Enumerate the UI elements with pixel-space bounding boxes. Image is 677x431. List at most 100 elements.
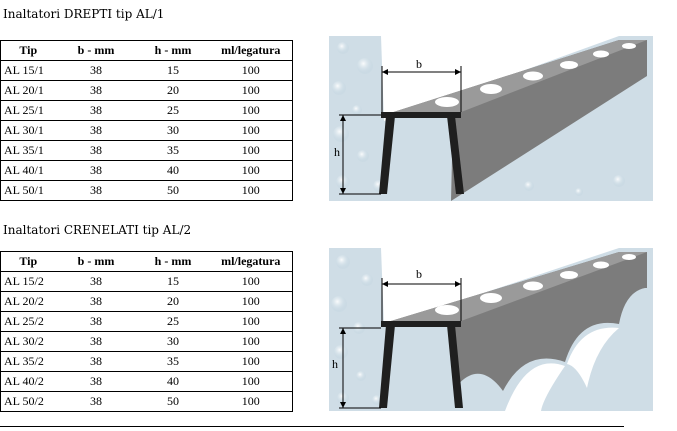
label-b: b <box>416 57 422 71</box>
column-header-h: h - mm <box>136 40 210 61</box>
cell-tip: AL 25/2 <box>0 311 56 332</box>
cell-b: 38 <box>55 351 137 372</box>
cell-h: 30 <box>136 331 210 352</box>
table-header-row: Tip b - mm h - mm ml/legatura <box>0 251 293 272</box>
column-header-tip: Tip <box>0 251 56 272</box>
cell-ml: 100 <box>209 60 293 81</box>
column-header-b: b - mm <box>55 40 137 61</box>
cell-b: 38 <box>55 180 137 201</box>
section-title-crenelati: Inaltatori CRENELATI tip AL/2 <box>3 223 192 237</box>
spacer-leg-right <box>447 116 464 194</box>
cell-h: 50 <box>136 391 210 412</box>
column-header-ml: ml/legatura <box>209 251 293 272</box>
cell-b: 38 <box>55 140 137 161</box>
cell-h: 35 <box>136 140 210 161</box>
spacer-top-face <box>381 40 647 116</box>
cell-tip: AL 15/1 <box>0 60 56 81</box>
cell-h: 40 <box>136 160 210 181</box>
cell-b: 38 <box>55 291 137 312</box>
column-header-b: b - mm <box>55 251 137 272</box>
cell-h: 30 <box>136 120 210 141</box>
crenel-arches <box>505 327 619 411</box>
spacer-leg-left <box>379 325 395 408</box>
straight-spacer-figure: b h <box>329 36 653 201</box>
column-header-tip: Tip <box>0 40 56 61</box>
cell-b: 38 <box>55 60 137 81</box>
cell-ml: 100 <box>209 371 293 392</box>
cell-tip: AL 50/2 <box>0 391 56 412</box>
spacer-holes <box>435 43 636 107</box>
label-h: h <box>332 357 338 371</box>
cell-b: 38 <box>55 311 137 332</box>
cell-h: 50 <box>136 180 210 201</box>
cell-b: 38 <box>55 371 137 392</box>
crenelated-spacer-figure: b h <box>329 248 653 411</box>
table-header-row: Tip b - mm h - mm ml/legatura <box>0 40 293 61</box>
cell-b: 38 <box>55 120 137 141</box>
cell-ml: 100 <box>209 311 293 332</box>
column-header-ml: ml/legatura <box>209 40 293 61</box>
cell-b: 38 <box>55 271 137 292</box>
cell-b: 38 <box>55 100 137 121</box>
cell-tip: AL 20/2 <box>0 291 56 312</box>
cell-ml: 100 <box>209 100 293 121</box>
cell-h: 40 <box>136 371 210 392</box>
cell-tip: AL 30/2 <box>0 331 56 352</box>
cell-b: 38 <box>55 391 137 412</box>
cell-ml: 100 <box>209 120 293 141</box>
column-header-h: h - mm <box>136 251 210 272</box>
label-h: h <box>334 145 340 159</box>
cell-ml: 100 <box>209 180 293 201</box>
spacer-holes <box>435 254 636 315</box>
cell-h: 25 <box>136 100 210 121</box>
spacer-body <box>381 252 647 391</box>
spacer-top-bar <box>381 321 461 327</box>
cell-ml: 100 <box>209 351 293 372</box>
cell-b: 38 <box>55 160 137 181</box>
cell-tip: AL 50/1 <box>0 180 56 201</box>
cell-h: 20 <box>136 291 210 312</box>
cell-h: 25 <box>136 311 210 332</box>
label-b: b <box>416 267 422 281</box>
cell-ml: 100 <box>209 160 293 181</box>
cell-tip: AL 35/1 <box>0 140 56 161</box>
cell-h: 15 <box>136 271 210 292</box>
cell-b: 38 <box>55 80 137 101</box>
cell-tip: AL 40/1 <box>0 160 56 181</box>
spacer-top-bar <box>381 112 461 118</box>
spacer-leg-right <box>447 325 463 408</box>
bottom-divider <box>0 426 624 427</box>
cell-ml: 100 <box>209 331 293 352</box>
cell-h: 15 <box>136 60 210 81</box>
water-drops <box>332 41 625 196</box>
cell-tip: AL 20/1 <box>0 80 56 101</box>
spacer-body <box>381 40 647 201</box>
cell-tip: AL 25/1 <box>0 100 56 121</box>
cell-ml: 100 <box>209 291 293 312</box>
cell-ml: 100 <box>209 391 293 412</box>
spacer-leg-left <box>379 116 395 194</box>
cell-ml: 100 <box>209 271 293 292</box>
section-title-drepti: Inaltatori DREPTI tip AL/1 <box>3 7 165 21</box>
cell-tip: AL 30/1 <box>0 120 56 141</box>
cell-ml: 100 <box>209 140 293 161</box>
cell-tip: AL 35/2 <box>0 351 56 372</box>
cell-h: 20 <box>136 80 210 101</box>
cell-b: 38 <box>55 331 137 352</box>
